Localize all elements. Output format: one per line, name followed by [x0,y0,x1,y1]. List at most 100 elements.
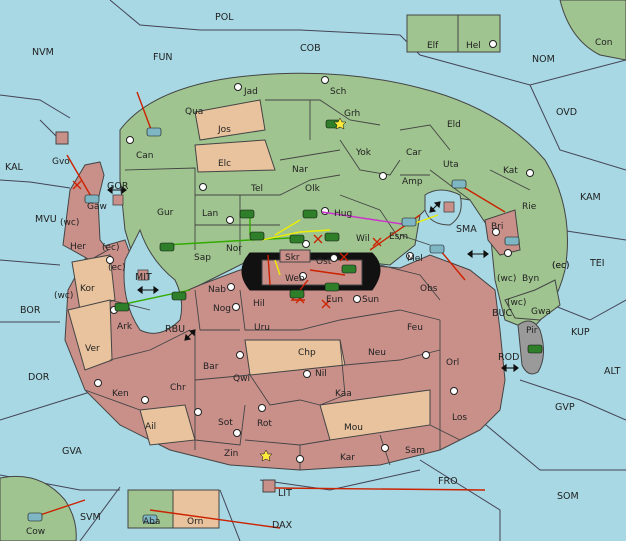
label-jos: Jos [217,125,231,135]
label-sma: SMA [456,224,477,235]
army-unit[interactable] [341,264,357,274]
label-nil: Nil [315,369,327,379]
label-kaa: Kaa [335,389,352,399]
label-tei: TEI [589,258,605,269]
label-rod: ROD [498,352,519,363]
label-eun: Eun [326,295,343,305]
region-green-ring[interactable] [119,72,568,331]
region-elc[interactable] [194,139,276,173]
army-unit[interactable] [324,282,340,292]
fleet-unit[interactable] [27,512,43,522]
army-unit[interactable] [302,209,318,219]
army-unit[interactable] [289,289,305,299]
label-kam: KAM [580,192,601,203]
label-mou: Mou [344,423,363,433]
region-web[interactable] [261,259,363,286]
label-gvp: GVP [555,402,575,413]
label-byn-wc: (wc) [497,274,516,284]
army-unit[interactable] [324,232,340,242]
label-fun: FUN [153,52,173,63]
label-coast-wc: (wc) [54,291,73,301]
label-pir: Pir [526,326,538,336]
star-icon [333,117,347,130]
label-car: Car [406,148,422,158]
label-sun: Sun [362,295,379,305]
label-coast-ec2: (ec) [552,261,570,271]
label-sot: Sot [218,418,233,428]
label-los: Los [452,413,467,423]
label-obs: Obs [420,284,438,294]
supply-centers [94,40,534,524]
label-ost: Ost [316,257,332,267]
label-tel: Tel [250,184,263,194]
province-borders [84,99,531,470]
army-unit[interactable] [159,242,175,252]
region-con[interactable] [559,0,626,61]
label-chp: Chp [298,348,316,358]
label-gva: GVA [62,446,82,457]
label-uta: Uta [443,160,459,170]
label-coast-ec: (ec) [108,263,126,273]
region-skr[interactable] [279,249,311,263]
label-cob: COB [300,43,321,54]
region-orn[interactable] [172,489,220,529]
label-hug: Hug [334,209,352,219]
label-neu: Neu [368,348,386,358]
label-pol: POL [215,12,234,23]
army-unit[interactable] [239,209,255,219]
fleet-unit[interactable] [146,127,162,137]
army-unit[interactable] [249,231,265,241]
lit-box [262,479,276,493]
retreat-box [443,201,455,213]
label-buc: BUC [492,308,512,319]
label-web: Web [285,274,305,284]
label-elc: Elc [218,159,231,169]
label-kor: Kor [80,284,95,294]
region-cow[interactable] [0,475,77,541]
label-gvo: Gvo [52,157,70,167]
label-byn: Byn [522,274,539,284]
label-kar: Kar [340,453,355,463]
region-ver[interactable] [67,299,113,371]
label-ail: Ail [145,422,156,432]
label-sam: Sam [405,446,425,456]
label-hil: Hil [253,299,265,309]
label-jad: Jad [243,87,258,97]
army-unit[interactable] [289,234,305,244]
region-gwa[interactable] [504,279,561,321]
army-unit[interactable] [527,344,543,354]
label-dor: DOR [28,372,50,383]
label-mel: Mel [407,254,423,264]
label-zin: Zin [224,449,238,459]
label-yok: Yok [355,148,372,158]
label-qua: Qua [185,107,203,117]
labels: POL COB NVM FUN NOM Con OVD KAL KAM MVU … [5,12,620,537]
army-unit[interactable] [114,302,130,312]
region-her[interactable] [62,161,109,261]
region-kor[interactable] [71,254,116,311]
label-nab: Nab [208,285,226,295]
region-gvo-box [55,131,69,145]
label-hel: Hel [466,41,481,51]
fleet-unit[interactable] [504,236,520,246]
fleet-unit[interactable] [84,194,100,204]
fleet-unit[interactable] [451,179,467,189]
fleet-unit[interactable] [401,217,417,227]
fleet-unit[interactable] [429,244,445,254]
region-jos[interactable] [194,99,266,141]
army-unit[interactable] [171,291,187,301]
fleet-unit[interactable] [142,514,158,524]
label-ver: Ver [85,344,100,354]
label-lan: Lan [202,209,218,219]
label-bri: Bri [491,222,503,232]
label-gur: Gur [157,208,174,218]
label-feu: Feu [407,323,423,333]
region-elf-hel[interactable] [406,14,501,53]
label-nor: Nor [226,244,242,254]
label-gor: GOR [107,181,129,192]
label-nvm: NVM [32,47,54,58]
label-mvu: MVU [35,214,57,225]
star-icon [259,449,273,462]
label-gaw-wc: (wc) [60,218,79,228]
